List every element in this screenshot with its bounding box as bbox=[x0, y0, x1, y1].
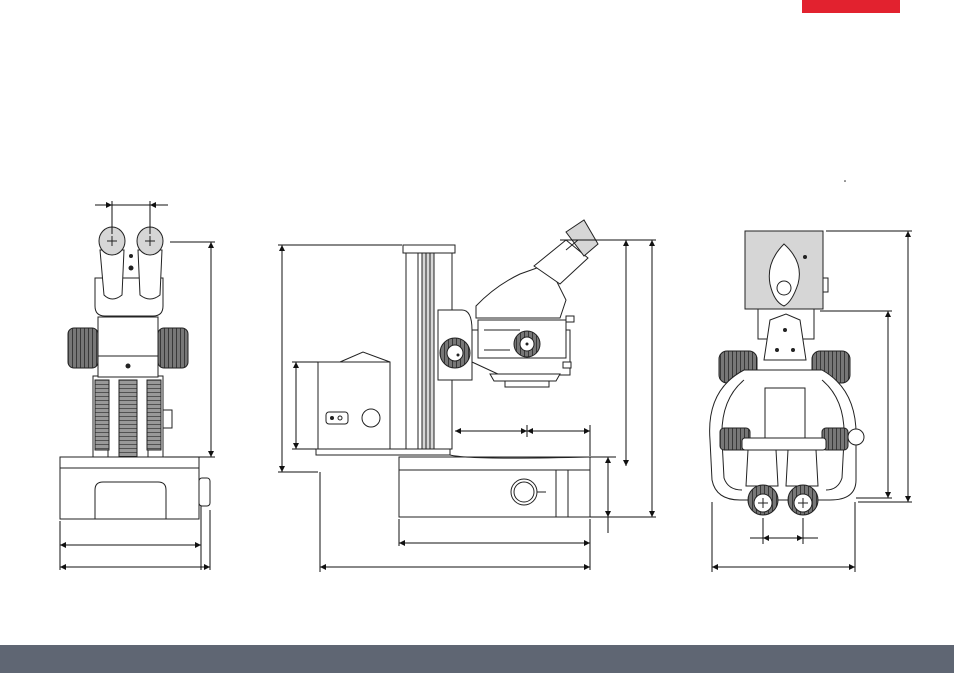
column-cap bbox=[403, 245, 455, 253]
focus-knob-left bbox=[68, 328, 98, 368]
power-supply-box bbox=[318, 362, 390, 449]
rear-body bbox=[765, 388, 805, 438]
base-dial bbox=[511, 479, 537, 505]
top-plate bbox=[316, 449, 450, 455]
footer-bar bbox=[0, 645, 954, 673]
focus-knob-right bbox=[158, 328, 188, 368]
power-switch bbox=[326, 412, 348, 424]
base-knob bbox=[199, 478, 210, 506]
side-base bbox=[399, 457, 590, 517]
column-clamp bbox=[163, 410, 172, 428]
front-view bbox=[60, 227, 210, 519]
side-view bbox=[316, 220, 598, 517]
front-base bbox=[60, 457, 199, 519]
brightness-knob bbox=[362, 409, 380, 427]
rear-view bbox=[710, 231, 864, 515]
